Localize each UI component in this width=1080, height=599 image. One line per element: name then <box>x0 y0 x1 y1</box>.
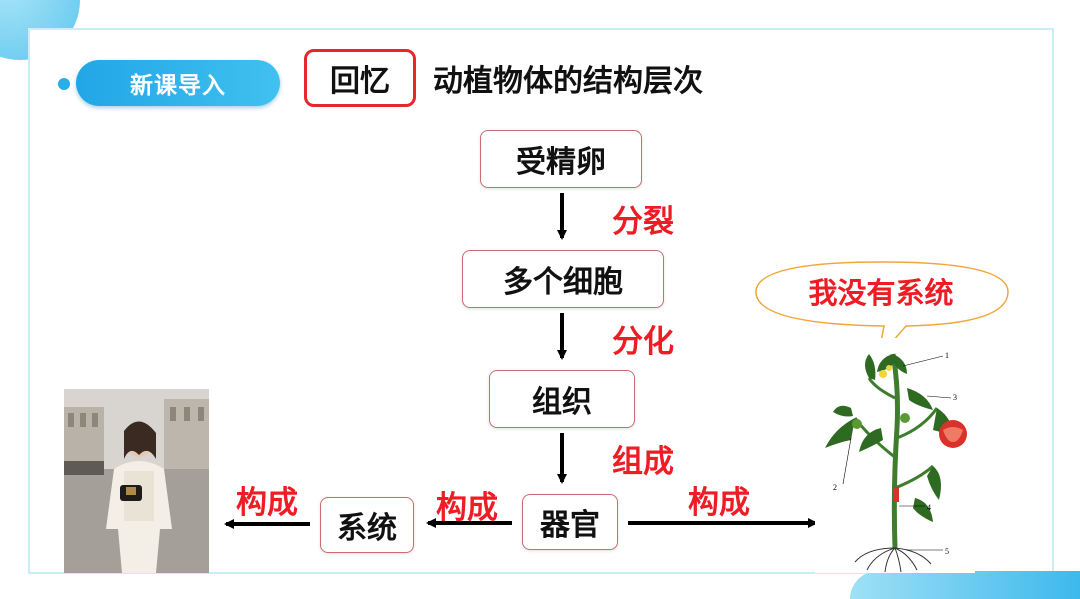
diagram-label-5: 5 <box>945 547 949 556</box>
recall-box: 回忆 <box>304 49 416 107</box>
diagram-label-2: 2 <box>833 483 837 492</box>
label-constitute-system: 构成 <box>436 490 498 526</box>
label-compose: 组成 <box>612 444 674 480</box>
diagram-label-1: 1 <box>945 351 949 360</box>
node-organ: 器官 <box>522 494 618 550</box>
node-system: 系统 <box>320 497 414 553</box>
speech-bubble <box>755 261 1009 361</box>
node-zygote: 受精卵 <box>480 130 642 188</box>
label-division: 分裂 <box>612 204 674 240</box>
label-constitute-body: 构成 <box>236 485 298 521</box>
node-cells: 多个细胞 <box>462 250 664 308</box>
pill-dot <box>58 78 70 90</box>
label-differentiation: 分化 <box>612 324 674 360</box>
diagram-label-3: 3 <box>953 393 957 402</box>
speech-bubble-text: 我没有系统 <box>808 276 954 310</box>
node-tissue: 组织 <box>489 370 635 428</box>
slide-title: 动植物体的结构层次 <box>433 64 703 99</box>
human-photo <box>64 389 209 573</box>
diagram-label-4: 4 <box>927 503 931 512</box>
tomato-plant-diagram: 1 2 3 4 5 <box>815 338 975 573</box>
label-constitute-plant: 构成 <box>688 485 750 521</box>
corner-decoration-bottom <box>850 571 1080 599</box>
section-pill: 新课导入 <box>76 60 280 106</box>
